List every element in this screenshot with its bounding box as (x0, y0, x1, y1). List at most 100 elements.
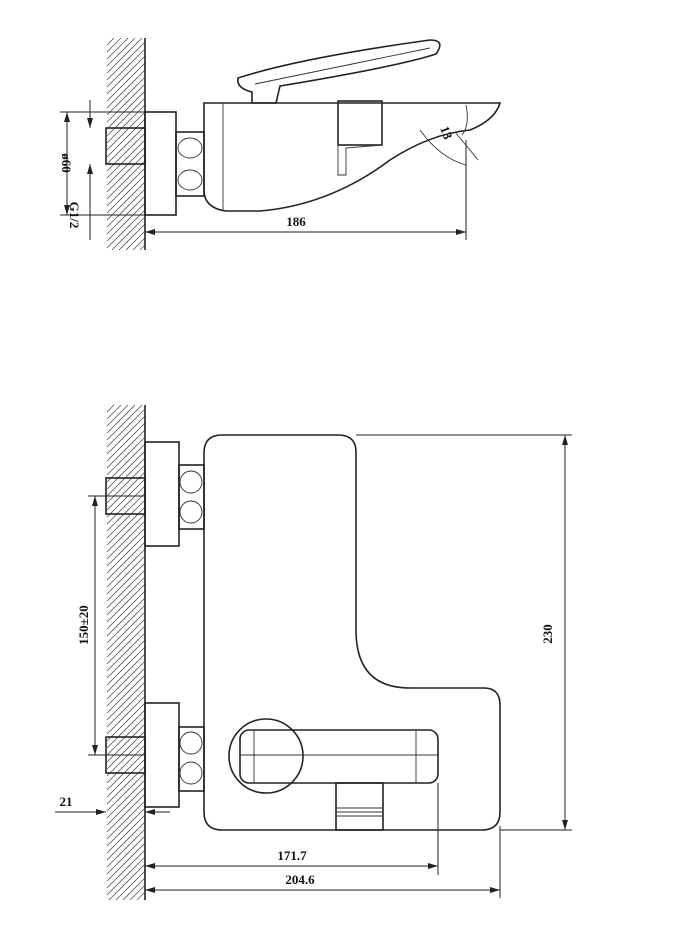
hatch-line (106, 751, 146, 791)
hatch-line (106, 478, 146, 518)
wall-hatching (106, 37, 146, 901)
hatch-line (106, 527, 146, 567)
hatch-line (106, 499, 146, 539)
hatch-line (106, 548, 146, 588)
hatch-line (106, 569, 146, 609)
hatch-line (106, 167, 146, 207)
dim-height-230: 230 (540, 624, 555, 644)
hatch-line (106, 415, 146, 455)
hatch-line (106, 422, 146, 462)
hatch-line (106, 404, 136, 434)
hatch-line (106, 646, 146, 686)
mixer-body-side (203, 102, 502, 212)
hatch-line (106, 723, 146, 763)
lever-handle-side (236, 39, 441, 104)
hatch-line (106, 457, 146, 497)
hatch-line (106, 534, 146, 574)
hatch-line (106, 181, 146, 221)
hatch-line (106, 779, 146, 819)
hatch-line (106, 436, 146, 476)
dim-angle-13: 13 (437, 124, 456, 142)
hatch-line (106, 541, 146, 581)
hatch-line (106, 800, 146, 840)
hatch-line (106, 202, 146, 242)
hatch-line (106, 408, 146, 448)
hatch-line (106, 807, 146, 847)
spout-outlet-front (335, 782, 384, 831)
dim-wall-21: 21 (60, 794, 73, 809)
hatch-line (106, 62, 146, 102)
hatch-line (106, 48, 146, 88)
hatch-line (106, 793, 146, 833)
hatch-line (106, 695, 146, 735)
hatch-line (106, 562, 146, 602)
handle-hub (228, 718, 304, 794)
hatch-line (106, 828, 146, 868)
hatch-line (139, 244, 146, 251)
hatch-line (106, 765, 146, 805)
hatch-line (106, 188, 146, 228)
hatch-line (106, 174, 146, 214)
hatch-line (106, 97, 146, 137)
hatch-line (106, 76, 146, 116)
hatch-line (106, 464, 146, 504)
hatch-line (106, 37, 136, 67)
hatch-line (106, 849, 146, 889)
front-view: 230 150±20 21 171.7 204.6 (55, 405, 572, 900)
hatch-line (106, 153, 146, 193)
hatch-line (106, 590, 146, 630)
hatch-line (106, 618, 146, 658)
hatch-line (106, 443, 146, 483)
hatch-line (106, 674, 146, 714)
dim-thread-g12: G1/2 (67, 202, 82, 229)
lever-handle-front (239, 729, 439, 784)
hatch-line (106, 37, 143, 74)
hatch-line (106, 814, 146, 854)
hatch-line (106, 404, 129, 427)
side-view: 186 13 ø60 G1/2 (59, 38, 502, 250)
hatch-line (106, 835, 146, 875)
hatch-line (106, 555, 146, 595)
hatch-line (106, 625, 146, 665)
hatch-line (106, 772, 146, 812)
hatch-line (106, 90, 146, 130)
hatch-line (122, 877, 146, 901)
hatch-line (106, 786, 146, 826)
hatch-line (106, 709, 146, 749)
hatch-line (106, 492, 146, 532)
hatch-line (106, 55, 146, 95)
connector-nut-bottom (178, 726, 205, 792)
hatch-line (106, 583, 146, 623)
mixer-body-front (203, 434, 501, 831)
diverter-side (337, 100, 383, 146)
hatch-line (129, 884, 146, 901)
hatch-line (115, 870, 146, 901)
hatch-line (106, 821, 146, 861)
hatch-line (106, 404, 115, 413)
hatch-line (106, 37, 122, 53)
hatch-line (106, 404, 143, 441)
hatch-line (108, 863, 146, 901)
hatch-line (106, 744, 146, 784)
hatch-line (106, 520, 146, 560)
hatch-line (106, 104, 146, 144)
hatch-line (106, 681, 146, 721)
hatch-line (106, 146, 146, 186)
hatch-line (106, 450, 146, 490)
hatch-line (136, 891, 146, 901)
hatch-line (106, 513, 146, 553)
hatch-line (106, 653, 146, 693)
hatch-line (106, 83, 146, 123)
dim-spacing-150: 150±20 (76, 605, 91, 645)
hatch-line (106, 209, 146, 249)
hatch-line (106, 111, 146, 151)
hatch-line (106, 125, 146, 165)
hatch-line (106, 118, 146, 158)
hatch-line (106, 597, 146, 637)
connector-nut (175, 131, 205, 197)
hatch-line (132, 237, 146, 251)
hatch-line (106, 737, 146, 777)
hatch-line (106, 37, 129, 60)
hatch-line (106, 404, 122, 420)
